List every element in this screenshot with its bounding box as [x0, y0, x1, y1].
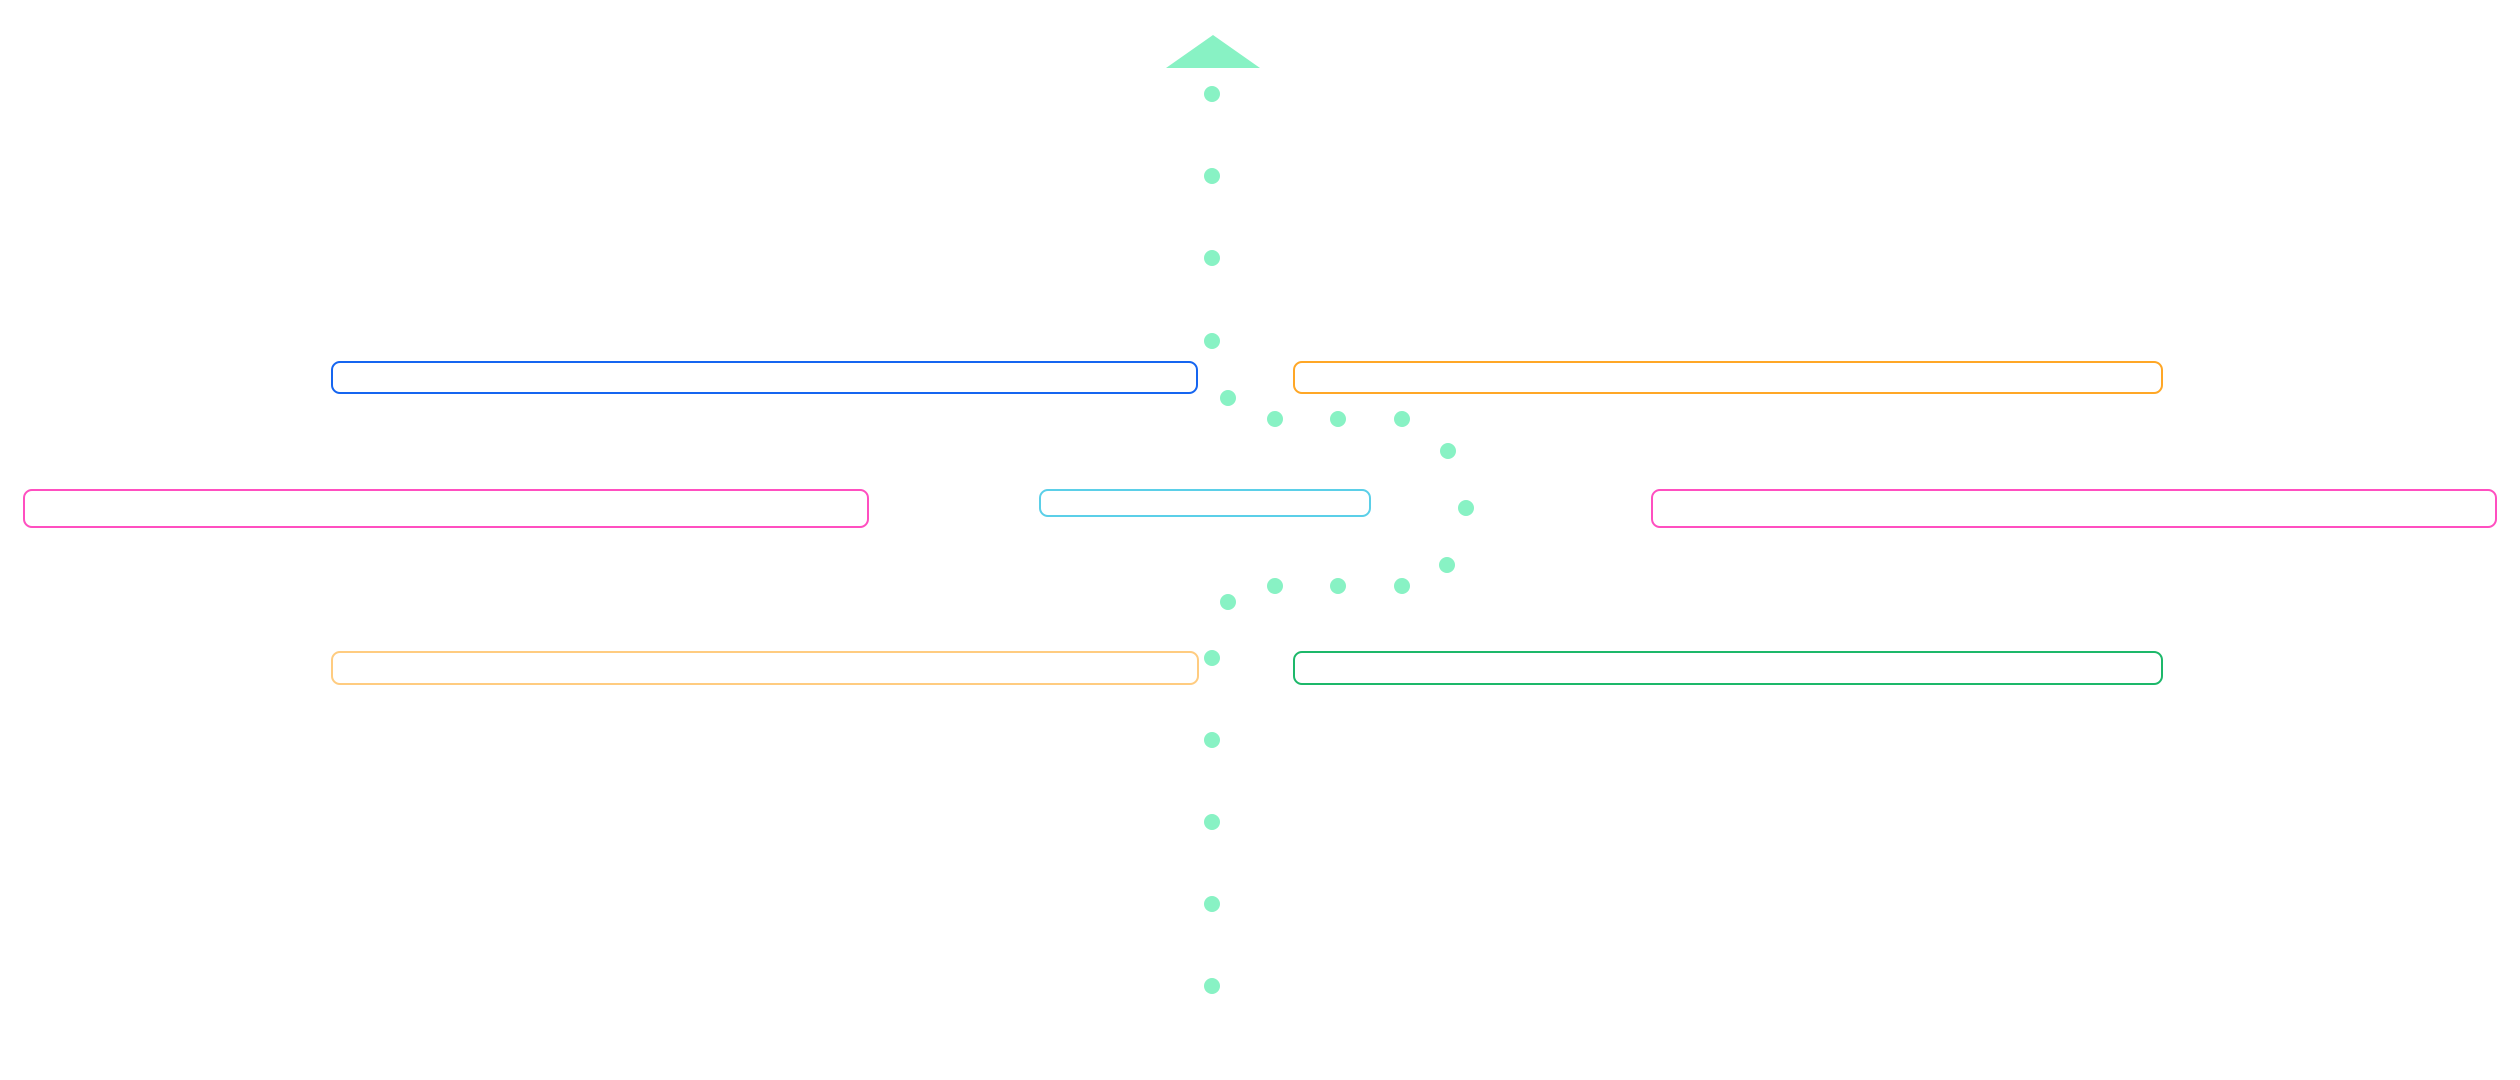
connector-dot: [1439, 557, 1455, 573]
connector-dot: [1220, 390, 1236, 406]
dotted-connector: [1204, 86, 1474, 994]
connector-dot: [1204, 650, 1220, 666]
connector-dot: [1204, 896, 1220, 912]
connector-dot: [1330, 411, 1346, 427]
box-top-right: [1293, 361, 2163, 394]
box-mid-right: [1651, 489, 2497, 528]
connector-dot: [1458, 500, 1474, 516]
connector-dot: [1220, 594, 1236, 610]
box-bottom-right: [1293, 651, 2163, 685]
connector-dot: [1204, 333, 1220, 349]
box-mid-left: [23, 489, 869, 528]
connector-dot: [1394, 578, 1410, 594]
box-bottom-left: [331, 651, 1199, 685]
connector-dot: [1204, 86, 1220, 102]
box-top-left: [331, 361, 1198, 394]
connector-dot: [1440, 443, 1456, 459]
box-center: [1039, 489, 1371, 517]
connector-dot: [1204, 732, 1220, 748]
connector-dot: [1204, 814, 1220, 830]
arrow-head: [1166, 35, 1260, 68]
connector-dot: [1204, 978, 1220, 994]
connector-dot: [1204, 250, 1220, 266]
connector-dot: [1394, 411, 1410, 427]
connector-dot: [1330, 578, 1346, 594]
connector-dot: [1267, 411, 1283, 427]
connector-dot: [1267, 578, 1283, 594]
connector-dot: [1204, 168, 1220, 184]
